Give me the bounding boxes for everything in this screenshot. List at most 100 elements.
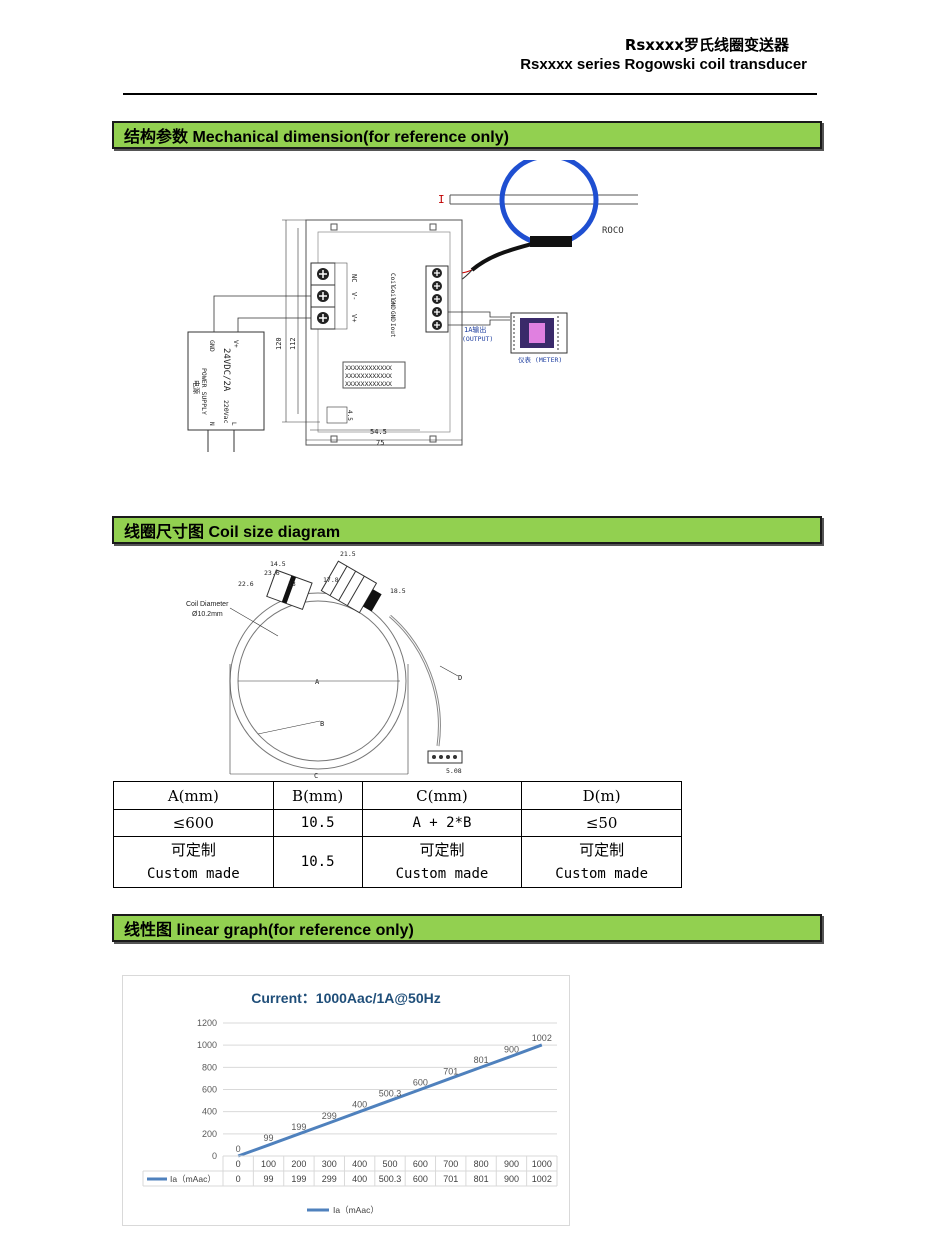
y-tick-label: 800 [202,1062,217,1072]
dim-75: 75 [376,439,384,447]
coil-connector [530,236,572,247]
header-b: B(mm) [272,781,363,810]
table-header-row: A(mm) B(mm) C(mm) D(m) [113,781,682,810]
cell-d-custom: 可定制 Custom made [521,836,682,888]
x-category-label: 700 [443,1159,458,1169]
x-category-label: 600 [413,1159,428,1169]
section-mechanical-title: 结构参数 Mechanical dimension(for reference … [124,129,509,146]
table-value: 299 [322,1174,337,1184]
meter-icon [510,312,568,354]
dim-17-8: 17.8 [323,576,339,584]
ps-vplus: V+ [232,340,240,348]
data-label: 500.3 [379,1089,402,1099]
table-row: 可定制 Custom made 10.5 可定制 Custom made 可定制… [113,836,682,888]
section-mechanical-heading: 结构参数 Mechanical dimension(for reference … [112,121,822,149]
coil-size-diagram: Coil Diameter Ø10.2mm A B C D 14.5 23.6 … [186,550,463,780]
x-category-label: 900 [504,1159,519,1169]
output-label-en: (OUTPUT) [462,335,493,343]
dim-120: 120 [275,337,283,350]
dim-18-5: 18.5 [390,587,406,595]
cell-a-custom: 可定制 Custom made [113,836,274,888]
dim-54-5: 54.5 [370,428,387,436]
dim-22-6: 22.6 [238,580,254,588]
terminal-vminus: V- [350,292,358,300]
left-terminal-block [310,262,348,330]
table-value: 701 [443,1174,458,1184]
meter-label: 仪表 (METER) [518,355,562,364]
header-c: C(mm) [361,781,523,810]
right-terminal-block [425,265,449,333]
data-label: 199 [291,1122,306,1132]
x-category-label: 800 [474,1159,489,1169]
data-label: 400 [352,1100,367,1110]
dimension-table: A(mm) B(mm) C(mm) D(m) ≤600 10.5 A + 2*B… [113,781,682,888]
coil-diameter-label: Coil Diameter [186,601,229,608]
data-label: 299 [322,1111,337,1121]
data-label: 1002 [532,1033,552,1043]
y-tick-label: 1000 [197,1040,217,1050]
section-linear-heading: 线性图 linear graph(for reference only) [112,914,822,942]
ps-l: L [230,422,237,426]
series-line [237,1043,543,1158]
table-series-name: Ia（mAac） [170,1174,216,1184]
dim-21-5: 21.5 [340,550,356,558]
rogowski-coil [499,160,599,247]
linear-chart-svg: Current：1000Aac/1A@50Hz 0 200 400 600 800 100… [142,990,558,1215]
header-rule [123,93,817,95]
y-tick-label: 0 [212,1151,217,1161]
table-value: 900 [504,1174,519,1184]
ps-ac-input: 220Vac [222,400,230,424]
custom-cn: 可定制 [170,841,216,859]
coil-label-a: A [315,678,320,686]
terminal-coil-plus: Coil+ [389,286,396,304]
header-a: A(mm) [113,781,274,810]
x-category-label: 300 [322,1159,337,1169]
cell-a: ≤600 [113,809,274,837]
x-category-label: 100 [261,1159,276,1169]
data-label: 0 [236,1144,241,1154]
dim-23-6: 23.6 [264,569,280,577]
terminal-vplus: V+ [350,314,358,322]
table-value: 801 [474,1174,489,1184]
x-category-label: 500 [382,1159,397,1169]
data-label: 900 [504,1044,519,1054]
table-value: 0 [236,1174,241,1184]
x-category-label: 0 [236,1159,241,1169]
dim-112: 112 [289,337,297,350]
section-linear-title: 线性图 linear graph(for reference only) [124,922,414,939]
ps-rating: 24VDC/2A [221,348,231,392]
coil-dimension-lines [229,607,459,775]
custom-en: Custom made [395,866,489,882]
terminal-iout: Iout [389,323,396,338]
table-value: 600 [413,1174,428,1184]
x-category-label: 200 [291,1159,306,1169]
coil-label-d: D [458,674,462,682]
busbar [449,194,638,205]
dim-5-08: 5.08 [446,767,462,775]
nameplate-line-1: XXXXXXXXXXXX [345,364,392,372]
dim-14-5: 14.5 [270,560,286,568]
ps-n: N [208,422,215,426]
header-d: D(m) [521,781,682,810]
mechanical-diagram: I ROCO NC V- V+ Coil- Coil+ GND GND Iou [187,160,638,452]
ps-gnd: GND [208,340,216,352]
x-category-label: 1000 [532,1159,552,1169]
coil-label-b: B [320,720,324,728]
nameplate-line-2: XXXXXXXXXXXX [345,372,392,380]
table-value: 1002 [532,1174,552,1184]
custom-en: Custom made [146,866,240,882]
custom-en: Custom made [555,866,648,882]
coil-head-left [266,569,313,611]
ps-label: POWER SUPPLY [200,368,208,415]
nameplate-line-3: XXXXXXXXXXXX [345,380,392,388]
cell-b-custom: 10.5 [272,836,363,888]
linear-chart: Current：1000Aac/1A@50Hz 0 200 400 600 800 100… [122,975,570,1226]
terminal-gnd-2: GND [389,311,396,322]
table-value: 400 [352,1174,367,1184]
header-title-cn: Rsxxxx罗氏线圈变送器 [624,36,789,54]
custom-cn: 可定制 [579,841,625,859]
data-label: 600 [413,1078,428,1088]
cell-b: 10.5 [272,809,363,837]
power-supply-box [187,331,265,452]
chart-title: Current：1000Aac/1A@50Hz [251,990,441,1006]
